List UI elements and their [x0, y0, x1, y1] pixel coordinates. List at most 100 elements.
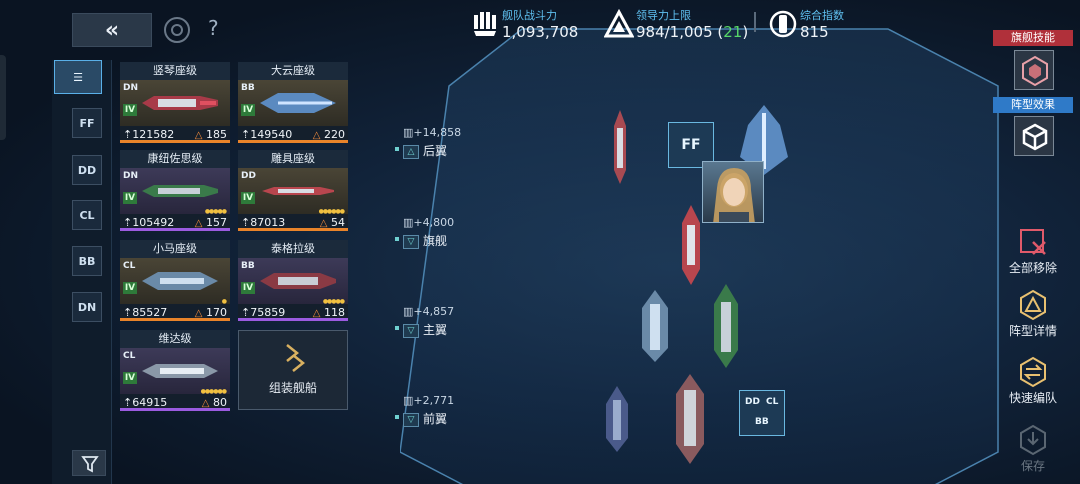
- ship-image: [142, 364, 218, 378]
- leadership-bonus: 21: [723, 23, 743, 41]
- ship-tier: IV: [123, 372, 137, 384]
- quick-formation-button[interactable]: 快速编队: [996, 356, 1070, 410]
- skill-hex-icon: [1022, 55, 1048, 87]
- formation-ship-front-2[interactable]: [672, 374, 708, 464]
- filter-icon: [81, 456, 99, 473]
- ship-leadership-value: 220: [324, 128, 345, 141]
- ship-power-value: 85527: [132, 306, 168, 319]
- ship-name: 大云座级: [238, 62, 348, 80]
- tab-dn[interactable]: DN: [72, 292, 102, 322]
- ship-power: ⇡105492: [123, 216, 175, 229]
- flagship-skill-button[interactable]: [1014, 50, 1054, 90]
- row-power-value: +14,858: [413, 126, 462, 139]
- row-position: △后翼: [395, 142, 447, 159]
- ship-card[interactable]: 泰格拉级 BB IV ●●●●● ⇡75859 △ 118: [238, 240, 348, 321]
- view-toggle-button[interactable]: [164, 17, 190, 43]
- upgrade-dots: ●●●●●●: [200, 388, 227, 395]
- tab-bb-label: BB: [78, 254, 96, 268]
- ship-tier: IV: [123, 282, 137, 294]
- filter-button[interactable]: [72, 450, 106, 476]
- row-position-label: 后翼: [423, 144, 448, 158]
- row-power: ▥+2,771: [403, 394, 455, 407]
- tab-dn-label: DN: [77, 300, 97, 314]
- formation-effect-label: 阵型效果: [993, 97, 1073, 113]
- row-position-label: 旗舰: [423, 234, 448, 248]
- stat-divider: [754, 12, 756, 32]
- ship-card[interactable]: 雕具座级 DD IV ●●●●●● ⇡87013 △ 54: [238, 150, 348, 231]
- tab-bb[interactable]: BB: [72, 246, 102, 276]
- formation-ship-main-2[interactable]: [710, 284, 742, 368]
- ship-power: ⇡121582: [123, 128, 175, 141]
- assemble-icon: [286, 344, 305, 372]
- ship-image: [142, 96, 218, 110]
- ship-leadership: △ 118: [312, 306, 345, 319]
- ship-power-value: 64915: [132, 396, 168, 409]
- formation-detail-label: 阵型详情: [1008, 324, 1057, 338]
- leadership-current: 984/1,005: [636, 23, 713, 41]
- remove-all-button[interactable]: 全部移除: [996, 226, 1070, 280]
- leadership-value: 984/1,005 (21): [636, 23, 749, 41]
- ship-card[interactable]: 竖琴座级 DN IV ⇡121582 △ 185: [120, 62, 230, 143]
- ship-leadership: △ 220: [312, 128, 345, 141]
- back-button[interactable]: «: [72, 13, 152, 47]
- save-button[interactable]: 保存: [996, 424, 1070, 478]
- ship-leadership: △ 80: [201, 396, 227, 409]
- ship-card[interactable]: 维达级 CL IV ●●●●●● ⇡64915 △ 80: [120, 330, 230, 411]
- ship-card[interactable]: 康纽佐思级 DN IV ●●●●● ⇡105492 △ 157: [120, 150, 230, 231]
- list-icon: ☰: [73, 70, 83, 84]
- ship-stats: ⇡87013 △ 54: [238, 214, 348, 231]
- tab-cl-label: CL: [79, 208, 95, 222]
- ship-name: 泰格拉级: [238, 240, 348, 258]
- row-power-value: +4,800: [413, 216, 455, 229]
- fleet-power-label: 舰队战斗力: [502, 9, 557, 22]
- help-icon[interactable]: ?: [208, 16, 219, 40]
- ship-stats: ⇡121582 △ 185: [120, 126, 230, 143]
- upgrade-dots: ●: [221, 298, 227, 305]
- ship-power-value: 121582: [132, 128, 175, 141]
- tab-cl[interactable]: CL: [72, 200, 102, 230]
- leadership-icon: [604, 9, 634, 38]
- remove-icon: [1020, 229, 1046, 255]
- ship-stats: ⇡75859 △ 118: [238, 304, 348, 321]
- empty-slot-ff[interactable]: FF: [668, 122, 714, 168]
- tab-ff[interactable]: FF: [72, 108, 102, 138]
- overall-index-icon: [769, 10, 797, 38]
- ship-type-badge: CL: [123, 351, 136, 361]
- formation-effect-button[interactable]: [1014, 116, 1054, 156]
- ship-type-badge: BB: [241, 83, 255, 93]
- assemble-ship-button[interactable]: 组装舰船: [238, 330, 348, 410]
- tab-all-ships[interactable]: ☰: [54, 60, 102, 94]
- ship-name: 竖琴座级: [120, 62, 230, 80]
- commander-portrait[interactable]: [702, 161, 764, 223]
- overall-index-value: 815: [800, 23, 829, 41]
- ship-card[interactable]: 大云座级 BB IV ⇡149540 △ 220: [238, 62, 348, 143]
- tab-ff-label: FF: [79, 116, 95, 130]
- formation-ship-flagship[interactable]: [680, 205, 702, 285]
- ship-card[interactable]: 小马座级 CL IV ● ⇡85527 △ 170: [120, 240, 230, 321]
- upgrade-dots: ●●●●●: [204, 208, 227, 215]
- ship-power: ⇡85527: [123, 306, 168, 319]
- ship-image: [260, 273, 336, 289]
- ship-power: ⇡75859: [241, 306, 286, 319]
- formation-ship-rear-1[interactable]: [612, 110, 628, 184]
- ship-image: [142, 272, 218, 290]
- ship-tier: IV: [241, 282, 255, 294]
- slot-cl-label: CL: [766, 397, 779, 407]
- ship-leadership: △ 170: [194, 306, 227, 319]
- row-position: ▽前翼: [395, 410, 447, 427]
- ship-tier: IV: [123, 104, 137, 116]
- ship-leadership-value: 157: [206, 216, 227, 229]
- double-chevron-left-icon: «: [104, 17, 120, 43]
- slot-bb-label: BB: [755, 417, 769, 427]
- tab-dd[interactable]: DD: [72, 155, 102, 185]
- formation-detail-button[interactable]: 阵型详情: [996, 289, 1070, 343]
- formation-ship-front-1[interactable]: [604, 386, 630, 452]
- flagship-skill-label: 旗舰技能: [993, 30, 1073, 46]
- assemble-label: 组装舰船: [268, 381, 317, 395]
- empty-slot-multi-type[interactable]: DD CL BB: [739, 390, 785, 436]
- row-power-value: +4,857: [413, 305, 455, 318]
- save-label: 保存: [1020, 459, 1045, 473]
- formation-ship-rear-2[interactable]: [738, 105, 790, 175]
- formation-ship-main-1[interactable]: [638, 290, 672, 362]
- upgrade-dots: ●●●●●●: [318, 208, 345, 215]
